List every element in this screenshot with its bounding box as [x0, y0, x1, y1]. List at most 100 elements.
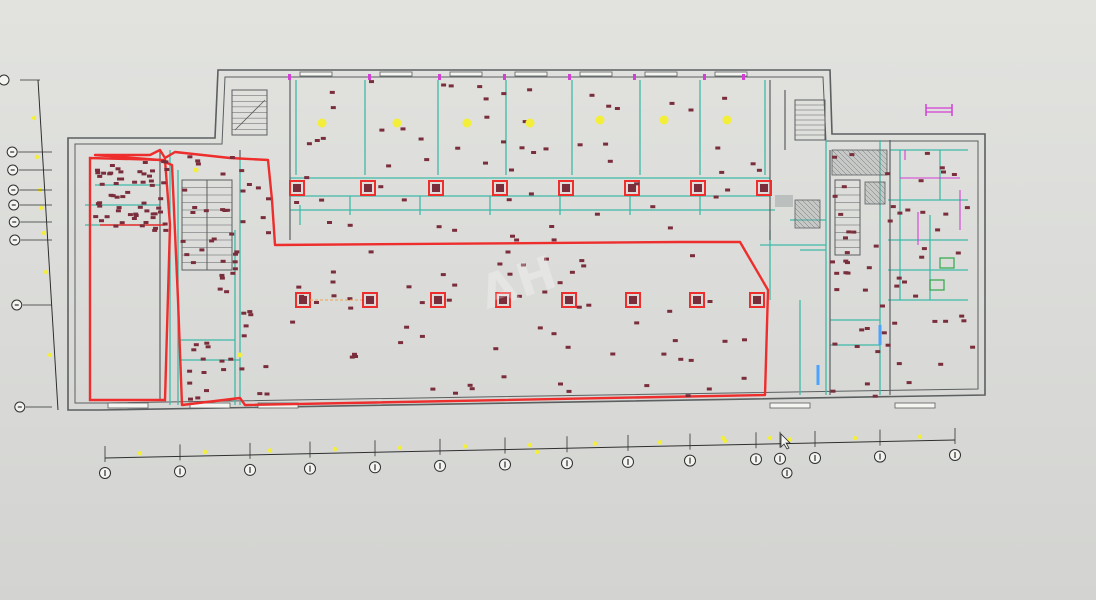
dimension-dot: [767, 435, 773, 441]
small-column: [549, 225, 555, 228]
small-column: [688, 358, 694, 362]
small-column: [117, 177, 122, 181]
small-column: [566, 389, 572, 393]
small-column: [661, 352, 667, 356]
hatch-line: [816, 199, 821, 204]
small-column: [441, 83, 447, 87]
small-column: [719, 170, 725, 174]
small-column: [290, 320, 296, 324]
hatch-line: [864, 183, 886, 205]
small-column: [247, 310, 253, 314]
column-highlight: [625, 292, 641, 308]
small-column: [832, 155, 838, 159]
small-column: [164, 168, 170, 171]
small-column: [452, 228, 458, 232]
small-column: [507, 272, 513, 276]
small-column: [163, 228, 169, 232]
light-fixture: [392, 118, 402, 128]
small-column: [430, 387, 436, 391]
small-column: [527, 88, 533, 92]
small-column: [614, 107, 620, 110]
small-column: [896, 362, 902, 366]
small-column: [678, 357, 684, 361]
window-top: [579, 71, 613, 77]
small-column: [114, 195, 120, 199]
small-column: [97, 174, 103, 178]
small-column: [330, 106, 336, 110]
small-column: [239, 367, 245, 371]
small-column: [906, 381, 912, 385]
small-column: [320, 136, 326, 140]
small-column: [141, 201, 147, 205]
hatch-line: [864, 193, 876, 205]
small-column: [133, 212, 139, 216]
hatch-line: [841, 149, 868, 176]
column-highlight: [624, 180, 640, 196]
window-marker: [703, 74, 706, 80]
small-column: [386, 164, 392, 168]
small-column: [440, 273, 446, 277]
window-top: [449, 71, 483, 77]
small-column: [150, 169, 155, 173]
small-column: [669, 101, 675, 105]
small-column: [577, 143, 583, 147]
light-fixture: [237, 352, 243, 358]
small-column: [887, 219, 893, 223]
dimension-dot: [202, 449, 208, 455]
column: [364, 184, 372, 192]
small-column: [190, 261, 196, 265]
small-column: [152, 228, 158, 232]
window-top: [644, 71, 678, 77]
small-column: [885, 172, 891, 176]
small-column: [378, 185, 384, 189]
small-column: [199, 248, 205, 252]
small-column: [610, 352, 616, 356]
small-column: [864, 327, 870, 330]
small-column: [859, 328, 865, 332]
small-column: [139, 224, 145, 228]
small-column: [896, 276, 902, 280]
light-fixture: [193, 167, 199, 173]
dimension-dot: [137, 451, 143, 456]
dimension-dot: [592, 441, 598, 446]
small-column: [266, 197, 271, 201]
small-column: [140, 180, 146, 184]
hatch-line: [794, 217, 806, 229]
hatch-line: [811, 199, 821, 209]
small-column: [880, 304, 885, 308]
small-column: [161, 181, 167, 185]
hatch-line: [794, 202, 821, 229]
hatch-line: [881, 149, 888, 156]
window-top: [714, 71, 748, 77]
column: [753, 296, 761, 304]
column-highlight: [289, 180, 305, 196]
small-column: [195, 159, 201, 163]
small-column: [510, 234, 515, 238]
small-column: [890, 205, 896, 209]
small-column: [528, 192, 534, 196]
window-bottom: [107, 402, 149, 409]
small-column: [634, 182, 640, 186]
small-column: [99, 219, 104, 223]
small-column: [918, 179, 924, 183]
dimension-dot: [47, 352, 53, 358]
dimension-dot: [267, 448, 273, 453]
small-column: [142, 161, 148, 164]
small-column: [201, 371, 207, 374]
small-column: [220, 172, 226, 176]
small-column: [706, 387, 712, 391]
small-column: [469, 387, 475, 391]
small-column: [158, 197, 164, 201]
small-column: [314, 301, 319, 304]
column: [299, 296, 307, 304]
column: [434, 296, 442, 304]
window-bottom: [189, 402, 231, 409]
hatch-line: [801, 199, 821, 219]
small-column: [209, 239, 215, 243]
hatch-line: [856, 149, 883, 176]
small-column: [579, 259, 585, 263]
hatch-area: [864, 181, 886, 205]
small-column: [191, 348, 197, 352]
small-column: [424, 158, 430, 162]
small-column: [872, 394, 878, 398]
